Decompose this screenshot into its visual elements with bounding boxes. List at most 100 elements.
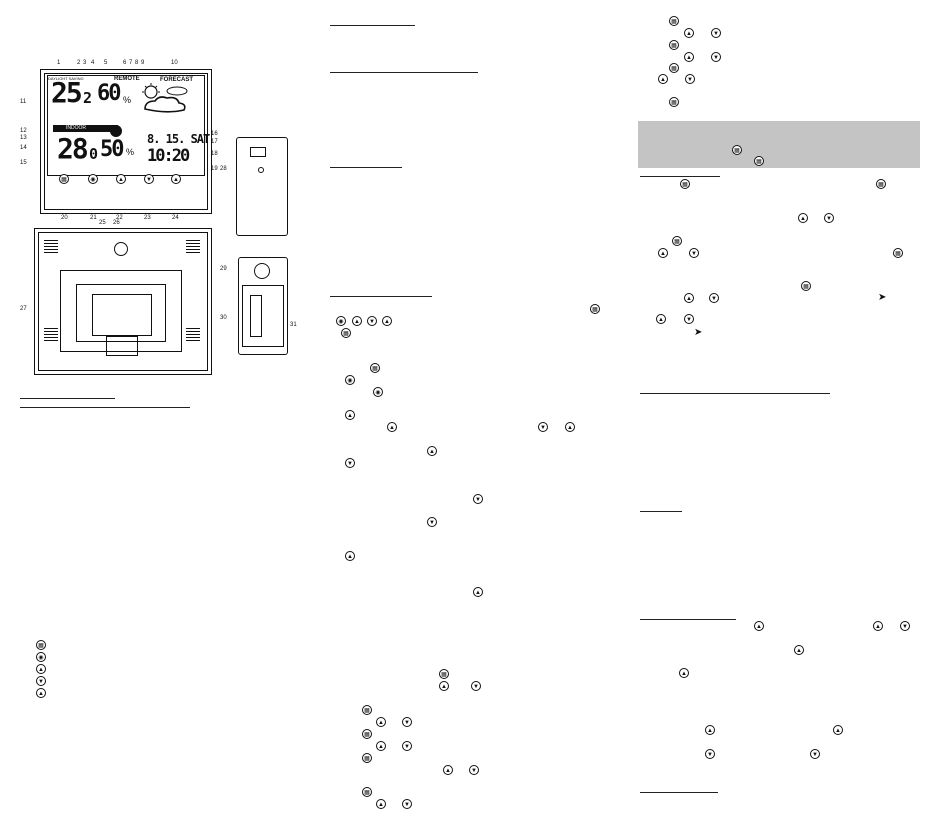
callout-5: 5 <box>104 60 108 66</box>
callout-28: 28 <box>220 166 227 172</box>
legend-down-icon: ▼ <box>36 676 46 686</box>
right-up-icon-8: ▲ <box>754 621 764 631</box>
callout-4: 4 <box>91 60 95 66</box>
mid-light-icon: ◉ <box>336 316 346 326</box>
back-view-diagram: 25 26 27 <box>20 218 220 378</box>
cursor-arrow-icon: ➤ <box>878 292 887 303</box>
right-mode-icon-6: ▦ <box>876 179 886 189</box>
right-up-icon-10: ▲ <box>794 645 804 655</box>
alert-button[interactable]: ▲ <box>171 174 181 184</box>
mid-mode-icon-5: ▦ <box>362 705 372 715</box>
up-button[interactable]: ▲ <box>116 174 126 184</box>
outdoor-temperature: 25 <box>51 76 83 109</box>
callout-27: 27 <box>20 306 27 312</box>
mid-alert-icon: ▲ <box>382 316 392 326</box>
indoor-temperature: 28 <box>57 132 89 165</box>
callout-2: 2 <box>77 60 81 66</box>
legend-up-icon: ▲ <box>36 664 46 674</box>
date-display: 8. 15. SAT <box>147 132 210 146</box>
mid-down-icon: ▼ <box>367 316 377 326</box>
right-up-icon-7: ▲ <box>656 314 666 324</box>
mid-down-icon-9: ▼ <box>469 765 479 775</box>
callout-18: 18 <box>211 151 218 157</box>
right-up-icon-4: ▲ <box>798 213 808 223</box>
callout-15: 15 <box>20 160 27 166</box>
right-down-icon-9: ▼ <box>705 749 715 759</box>
moon-phase-icon <box>110 125 122 137</box>
callout-3: 3 <box>83 60 87 66</box>
time-display: 10:20 <box>147 146 190 166</box>
right-mode-icon-4: ▦ <box>669 97 679 107</box>
right-up-icon-5: ▲ <box>658 248 668 258</box>
right-down-icon-7: ▼ <box>684 314 694 324</box>
outdoor-humidity-percent: % <box>123 95 132 105</box>
mid-up-icon-7: ▲ <box>473 587 483 597</box>
mid-light-icon-3: ◉ <box>373 387 383 397</box>
callout-29: 29 <box>220 266 227 272</box>
callout-14: 14 <box>20 145 27 151</box>
mid-mode-icon-2: ▦ <box>341 328 351 338</box>
callout-17: 17 <box>211 139 218 145</box>
outdoor-temperature-decimal: 2 <box>83 89 92 107</box>
mid-down-icon-3: ▼ <box>345 458 355 468</box>
legend-alert-icon: ▲ <box>36 688 46 698</box>
callout-13: 13 <box>20 135 27 141</box>
callout-19: 19 <box>211 166 218 172</box>
daylight-saving-label: DAYLIGHT SAVING <box>48 76 84 81</box>
callout-9: 9 <box>141 60 145 66</box>
right-up-icon-11: ▲ <box>679 668 689 678</box>
right-down-icon-2: ▼ <box>711 52 721 62</box>
mid-light-icon-2: ◉ <box>345 375 355 385</box>
callout-23: 23 <box>144 215 151 221</box>
right-down-icon-6: ▼ <box>709 293 719 303</box>
mid-up-icon-10: ▲ <box>376 741 386 751</box>
mid-down-icon-7: ▼ <box>402 717 412 727</box>
right-up-icon-6: ▲ <box>684 293 694 303</box>
legend-light-icon: ◉ <box>36 652 46 662</box>
right-down-icon-10: ▼ <box>810 749 820 759</box>
lcd-screen <box>47 75 205 176</box>
mid-down-icon-10: ▼ <box>402 799 412 809</box>
right-up-icon-13: ▲ <box>833 725 843 735</box>
right-down-icon-5: ▼ <box>689 248 699 258</box>
mid-mode-icon: ▦ <box>590 304 600 314</box>
callout-11: 11 <box>20 99 27 105</box>
right-down-icon-4: ▼ <box>824 213 834 223</box>
legend-mode-icon: ▦ <box>36 640 46 650</box>
right-mode-icon-3: ▦ <box>669 63 679 73</box>
remote-label: REMOTE <box>114 76 140 82</box>
note-box <box>638 121 920 168</box>
right-mode-icon-9: ▦ <box>801 281 811 291</box>
note-mode-icon-2: ▦ <box>754 156 764 166</box>
mid-up-icon-8: ▲ <box>439 681 449 691</box>
remote-sensor-front: 28 <box>220 137 292 237</box>
indoor-label: INDOOR <box>66 125 86 131</box>
callout-20: 20 <box>61 215 68 221</box>
right-up-icon-12: ▲ <box>705 725 715 735</box>
callout-8: 8 <box>135 60 139 66</box>
mid-mode-icon-6: ▦ <box>362 729 372 739</box>
mid-up-icon-6: ▲ <box>345 551 355 561</box>
remote-sensor-back: 29 30 31 <box>220 255 300 355</box>
light-button[interactable]: ◉ <box>88 174 98 184</box>
callout-6: 6 <box>123 60 127 66</box>
mid-mode-icon-7: ▦ <box>362 753 372 763</box>
right-mode-icon: ▦ <box>669 16 679 26</box>
mid-up-icon-12: ▲ <box>376 799 386 809</box>
mid-up-icon-11: ▲ <box>443 765 453 775</box>
right-up-icon-2: ▲ <box>684 52 694 62</box>
mid-up-icon-2: ▲ <box>345 410 355 420</box>
indoor-temperature-decimal: 0 <box>89 145 98 163</box>
callout-7: 7 <box>129 60 133 66</box>
right-up-icon-9: ▲ <box>873 621 883 631</box>
sun-cloud-icon <box>142 83 188 113</box>
forecast-label: FORECAST <box>160 77 193 83</box>
callout-26: 26 <box>113 220 120 226</box>
right-mode-icon-2: ▦ <box>669 40 679 50</box>
down-button[interactable]: ▼ <box>144 174 154 184</box>
mid-up-icon-4: ▲ <box>565 422 575 432</box>
mode-button[interactable]: ▦ <box>59 174 69 184</box>
mid-mode-icon-4: ▦ <box>439 669 449 679</box>
mid-down-icon-4: ▼ <box>473 494 483 504</box>
callout-24: 24 <box>172 215 179 221</box>
